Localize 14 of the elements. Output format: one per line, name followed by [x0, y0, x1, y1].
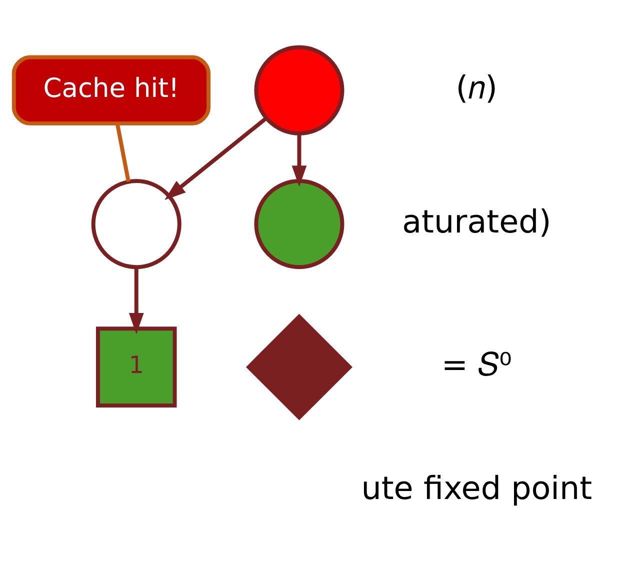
label: aturated)	[402, 204, 552, 240]
connector	[115, 123, 130, 182]
label: (𝑛)	[456, 70, 498, 107]
label: ute fixed point	[361, 471, 592, 508]
node-circle	[254, 45, 344, 136]
node-diamond	[246, 314, 352, 420]
arrow	[292, 134, 307, 187]
node-box: 1	[96, 326, 177, 408]
node-circle	[254, 179, 344, 270]
label: = 𝑆⁰	[441, 347, 512, 384]
arrow	[128, 267, 144, 334]
node-circle	[91, 179, 182, 270]
arrow	[164, 116, 268, 200]
node-box: Cache hit!	[12, 55, 211, 126]
